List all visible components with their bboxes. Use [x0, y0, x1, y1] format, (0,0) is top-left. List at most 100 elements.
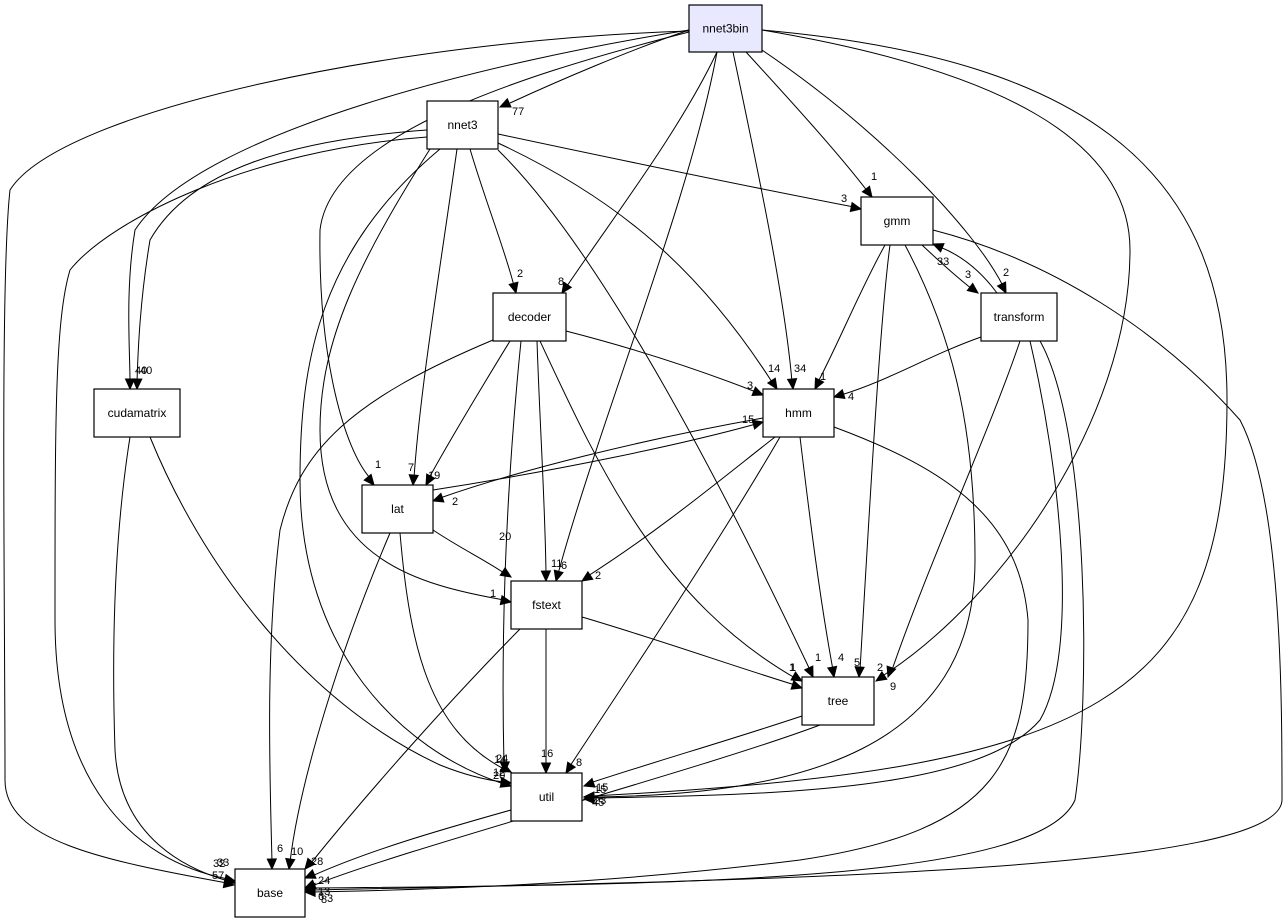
edge-line-decoder-lat: [428, 340, 511, 479]
edge-line-nnet3-lat: [413, 148, 458, 479]
node-nnet3bin[interactable]: nnet3bin: [688, 4, 763, 53]
node-decoder[interactable]: decoder: [492, 292, 567, 342]
edge-line-util-base: [311, 809, 512, 877]
edge-fstext-util: 16: [540, 629, 553, 775]
edge-gmm-util: 23: [582, 244, 976, 807]
node-label-transform: transform: [994, 310, 1045, 324]
edge-line-nnet3-tree: [497, 149, 811, 671]
edge-line-nnet3bin-decoder: [566, 51, 718, 287]
node-label-decoder: decoder: [508, 310, 551, 324]
edge-line-nnet3bin-base: [3, 30, 690, 884]
edge-line-transform-tree: [891, 340, 1021, 671]
edge-fstext-tree: 1: [581, 616, 804, 690]
edge-line-decoder-hmm: [565, 330, 757, 393]
edge-nnet3-fstext: 1: [319, 148, 513, 606]
edge-label-gmm-transform: 3: [965, 269, 971, 281]
edge-line-lat-base: [289, 532, 391, 863]
edge-label-lat-base: 10: [291, 846, 303, 858]
arrowhead-nnet3bin-tree: [874, 670, 888, 682]
node-box-lat: [361, 484, 434, 534]
node-nnet3[interactable]: nnet3: [426, 100, 499, 150]
edge-nnet3-gmm: 3: [497, 133, 863, 213]
edge-nnet3bin-transform: 2: [761, 49, 1009, 295]
edge-hmm-util: 8: [565, 436, 781, 775]
edge-tree-util: 15: [582, 715, 803, 794]
edge-line-lat-hmm: [432, 423, 757, 491]
edge-label-transform-hmm: 4: [848, 391, 854, 403]
edge-label-hmm-util: 8: [576, 757, 582, 769]
edge-nnet3bin-hmm: 34: [732, 51, 806, 391]
edge-decoder-fstext: 11: [536, 340, 562, 583]
edge-line-nnet3bin-fstext: [557, 51, 718, 575]
edge-line-transform-util: [591, 340, 1063, 799]
edge-lat-hmm: 15: [432, 414, 765, 491]
edge-line-gmm-util: [591, 244, 976, 798]
edge-line-hmm-util: [569, 436, 781, 767]
edge-label-transform-tree: 2: [877, 662, 883, 674]
edge-nnet3bin-lat: 1: [319, 31, 690, 486]
node-hmm[interactable]: hmm: [762, 388, 835, 438]
node-tree[interactable]: tree: [801, 676, 875, 726]
edge-label-decoder-tree: 1: [789, 662, 795, 674]
arrowhead-gmm-transform: [966, 282, 979, 294]
node-box-decoder: [492, 292, 567, 342]
node-base[interactable]: base: [234, 868, 306, 918]
edge-nnet3-hmm: 14: [497, 142, 780, 391]
edge-label-cudamatrix-base: 33: [217, 857, 229, 869]
arrowhead-util-base: [303, 868, 317, 879]
edge-nnet3bin-fstext: 6: [553, 51, 718, 583]
edge-label-hmm-lat: 2: [452, 496, 458, 508]
edge-nnet3-cudamatrix: 40: [132, 129, 428, 391]
node-box-hmm: [762, 388, 835, 438]
edge-decoder-util: 14: [494, 340, 522, 774]
edge-label-fstext-tree: 1: [790, 662, 796, 674]
arrowhead-lat-util: [499, 762, 513, 773]
edge-line-transform-hmm: [840, 336, 982, 396]
edge-line-cudamatrix-util: [149, 436, 505, 783]
edge-transform-util: 15: [582, 340, 1063, 805]
node-label-base: base: [257, 886, 283, 900]
edge-nnet3bin-base: 57: [3, 30, 690, 889]
node-label-gmm: gmm: [884, 214, 911, 228]
edge-gmm-tree: 5: [854, 244, 891, 679]
edge-line-decoder-tree: [539, 340, 796, 679]
node-label-nnet3bin: nnet3bin: [702, 22, 748, 36]
node-gmm[interactable]: gmm: [860, 196, 934, 246]
edge-line-nnet3-decoder: [469, 148, 515, 287]
edge-line-hmm-lat: [439, 417, 764, 499]
edge-label-lat-util: 24: [496, 753, 508, 765]
arrowhead-nnet3-cudamatrix: [132, 378, 143, 391]
edge-label-nnet3bin-tree: 9: [890, 681, 896, 693]
arrowhead-decoder-tree: [790, 671, 804, 682]
arrowhead-gmm-tree: [854, 666, 865, 679]
arrowhead-nnet3-hmm: [766, 377, 778, 391]
arrowhead-nnet3-tree: [803, 665, 814, 679]
edge-label-decoder-hmm: 3: [747, 380, 753, 392]
edge-transform-gmm: 33: [931, 243, 998, 294]
edge-label-decoder-lat: 19: [428, 470, 440, 482]
edge-label-gmm-tree: 5: [854, 657, 860, 669]
node-cudamatrix[interactable]: cudamatrix: [93, 388, 181, 438]
edge-label-lat-hmm: 15: [742, 414, 754, 426]
edge-lat-util: 24: [399, 532, 513, 773]
edge-nnet3bin-decoder: 8: [558, 51, 718, 295]
edge-decoder-tree: 1: [539, 340, 804, 682]
edge-line-nnet3-gmm: [497, 133, 855, 208]
edge-hmm-lat: 2: [431, 417, 764, 508]
node-fstext[interactable]: fstext: [510, 580, 583, 630]
edge-lat-fstext: 20: [432, 529, 513, 578]
arrowhead-decoder-base: [266, 858, 278, 871]
node-label-hmm: hmm: [785, 406, 812, 420]
node-lat[interactable]: lat: [361, 484, 434, 534]
edge-label-tree-base: 8: [321, 894, 327, 906]
edge-line-nnet3bin-hmm: [732, 51, 793, 383]
node-transform[interactable]: transform: [980, 292, 1058, 342]
arrowhead-cudamatrix-util: [500, 776, 513, 788]
edge-line-nnet3bin-cudamatrix: [128, 29, 690, 383]
edge-label-nnet3bin-lat: 1: [375, 459, 381, 471]
edge-line-hmm-tree: [799, 436, 834, 671]
node-util[interactable]: util: [510, 772, 583, 822]
arrowhead-nnet3-gmm: [849, 201, 863, 213]
node-box-nnet3: [426, 100, 499, 150]
